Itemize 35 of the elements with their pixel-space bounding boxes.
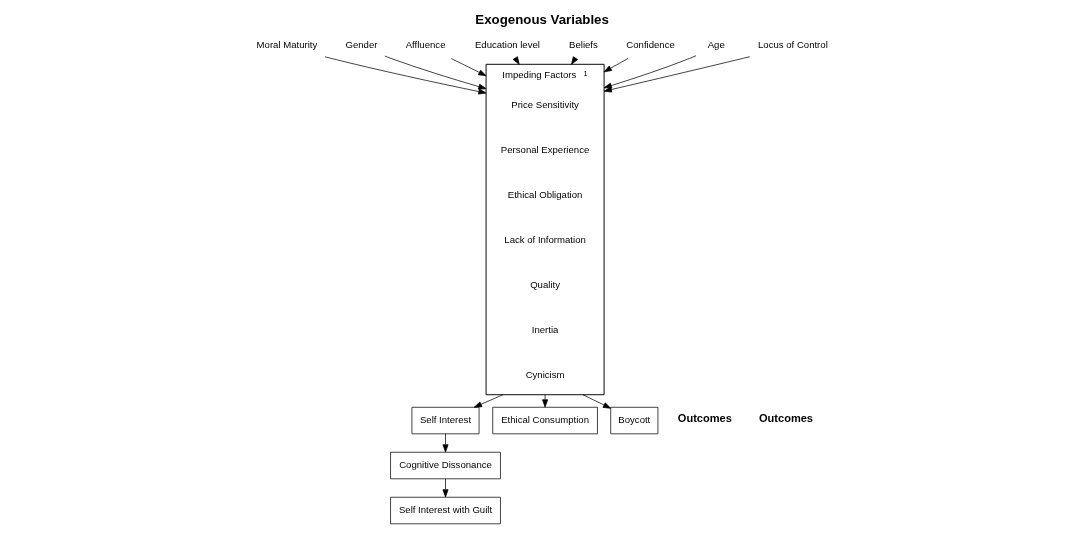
arrow [603,58,628,73]
label: Outcomes [758,412,813,425]
arrow [473,394,503,408]
label: Outcomes [677,412,732,425]
node-text: Cynicism [525,369,565,381]
node-text: Affluence [405,38,445,50]
node-text: Confidence [625,38,675,50]
arrow [442,433,448,453]
arrow [384,55,486,90]
node-text: Quality [529,279,560,291]
node-box: Cognitive Dissonance [389,451,501,480]
node-text: Price Sensitivity [510,99,579,111]
node-text: Lack of Information [503,234,586,246]
arrow [541,394,548,408]
diagram-title: Exogenous Variables [474,12,609,28]
node-text: Moral Maturity [256,38,317,50]
node-box: Ethical Consumption [491,406,598,435]
node-box: Self Interest [411,406,479,435]
node-text: Personal Experience [500,144,589,156]
node-box: Boycott [609,406,658,435]
node-text: Gender [344,38,377,50]
node-text: Age [707,38,725,50]
arrow [603,56,750,93]
arrow [582,394,611,409]
node-box: Self Interest with Guilt [389,496,501,525]
node-text: Inertia [531,324,558,336]
arrow [324,56,486,95]
arrow [450,58,486,77]
arrow [442,478,448,498]
node-text: Beliefs [568,38,598,50]
node-text: Education level [474,38,540,50]
node-label: 1 [582,69,588,79]
arrow [603,55,696,89]
node-text: Ethical Obligation [507,189,582,201]
node-text: Locus of Control [757,38,828,50]
